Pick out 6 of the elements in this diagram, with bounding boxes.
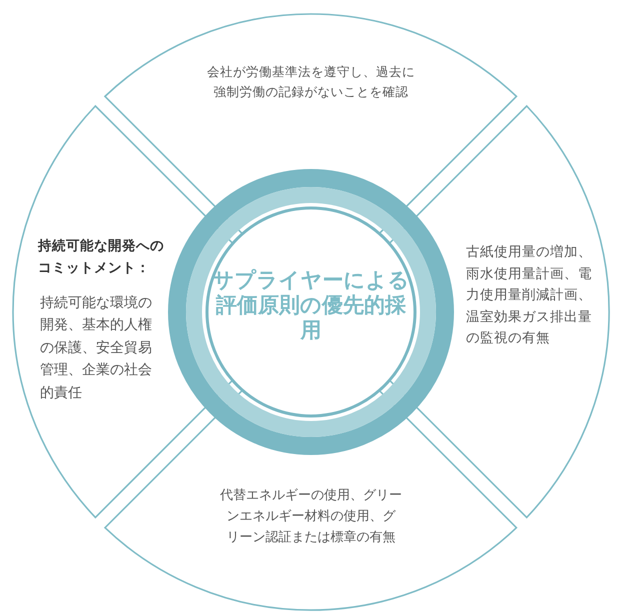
segment-text: 代替エネルギーの使用、グリーンエネルギー材料の使用、グリーン認証または標章の有無 (218, 486, 403, 547)
center-title: サプライヤーによる評価原則の優先的採用 (212, 268, 410, 344)
segment-text: 古紙使用量の増加、雨水使用量計画、電力使用量削減計画、温室効果ガス排出量の監視の有無 (466, 242, 592, 348)
segment-text: 会社が労働基準法を遵守し、過去に強制労働の記録がないことを確認 (206, 63, 416, 101)
segment-text: 持続可能な環境の開発、基本的人権の保護、安全貿易管理、企業の社会的責任 (40, 294, 153, 403)
segment-heading: 持続可能な開発へのコミットメント： (38, 236, 165, 278)
